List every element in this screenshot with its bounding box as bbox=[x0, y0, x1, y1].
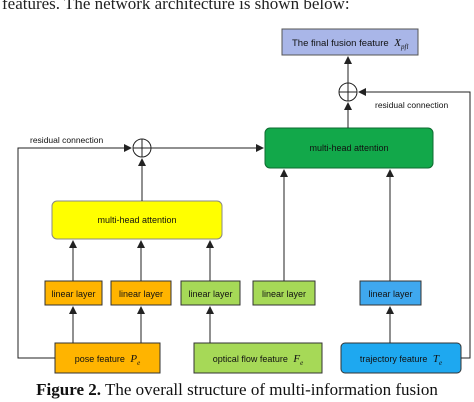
svg-text:linear layer: linear layer bbox=[262, 289, 306, 299]
sum-node-top bbox=[338, 82, 358, 102]
linear-layer-4: linear layer bbox=[252, 280, 316, 306]
mha-right-label: multi-head attention bbox=[309, 143, 388, 153]
architecture-diagram: The final fusion feature Xpfl multi-head… bbox=[17, 28, 471, 374]
figure-caption: Figure 2. The overall structure of multi… bbox=[0, 380, 474, 400]
sum-node-left bbox=[132, 138, 152, 158]
linear-layer-3: linear layer bbox=[180, 280, 241, 306]
mha-left-node: multi-head attention bbox=[51, 200, 223, 240]
pose-feature-node: pose feature Pe bbox=[54, 342, 161, 374]
final-fusion-feature-node: The final fusion feature Xpfl bbox=[281, 28, 419, 56]
final-fusion-sub: pfl bbox=[400, 43, 408, 51]
linear-layer-1: linear layer bbox=[44, 280, 103, 306]
svg-text:linear layer: linear layer bbox=[188, 289, 232, 299]
residual-connection-left-label: residual connection bbox=[30, 135, 104, 145]
final-fusion-symbol: X bbox=[393, 37, 402, 49]
header-text: features. The network architecture is sh… bbox=[2, 0, 350, 13]
svg-text:optical flow feature F: optical flow feature Fe bbox=[213, 353, 303, 367]
svg-text:linear layer: linear layer bbox=[119, 289, 163, 299]
mha-right-node: multi-head attention bbox=[264, 127, 434, 169]
figure-label: Figure 2. bbox=[36, 380, 102, 399]
figure-caption-text: The overall structure of multi-informati… bbox=[104, 380, 438, 399]
connector-lines bbox=[17, 56, 471, 359]
svg-text:The final fusion feature: The final fusion feature Xpfl bbox=[292, 37, 408, 51]
trajectory-feature-node: trajectory feature Te bbox=[340, 342, 462, 374]
mha-left-label: multi-head attention bbox=[97, 215, 176, 225]
residual-connection-right-label: residual connection bbox=[375, 100, 449, 110]
final-fusion-label: The final fusion feature bbox=[292, 38, 389, 49]
svg-text:trajectory feature Te: trajectory feature Te bbox=[360, 353, 442, 367]
linear-layer-2: linear layer bbox=[110, 280, 172, 306]
linear-layer-5: linear layer bbox=[359, 280, 422, 306]
optical-flow-feature-node: optical flow feature Fe bbox=[193, 342, 323, 374]
svg-text:linear layer: linear layer bbox=[51, 289, 95, 299]
svg-text:linear layer: linear layer bbox=[368, 289, 412, 299]
svg-text:pose feature Pe: pose feature Pe bbox=[75, 353, 140, 367]
